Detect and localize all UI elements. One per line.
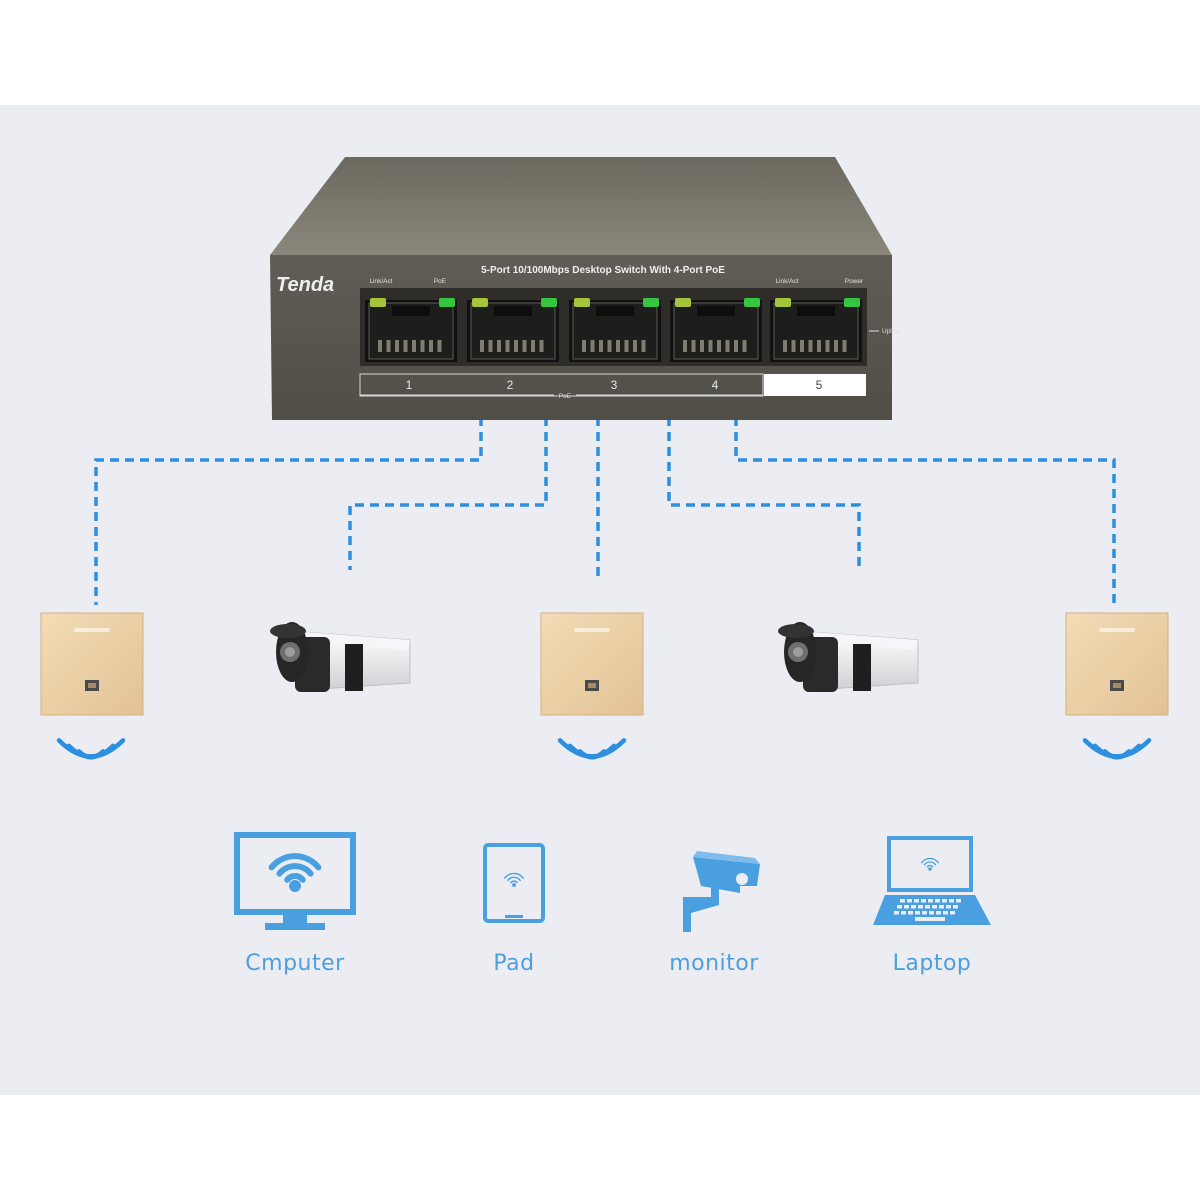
led-poe-1 xyxy=(439,298,455,307)
switch-model-text: 5-Port 10/100Mbps Desktop Switch With 4-… xyxy=(481,265,725,276)
client-label-laptop: Laptop xyxy=(892,951,972,976)
bullet-camera-icon xyxy=(778,622,919,692)
wifi-signal-icon xyxy=(557,738,627,760)
wall-access-point-icon xyxy=(540,612,644,716)
wifi-signal-icon xyxy=(56,738,126,760)
led-poe-3 xyxy=(643,298,659,307)
label-power: Power xyxy=(845,278,864,285)
port-number-1: 1 xyxy=(406,378,413,392)
bullet-camera-icon xyxy=(270,622,411,692)
switch-top xyxy=(270,157,892,255)
computer-wifi-icon xyxy=(234,832,356,930)
tablet-wifi-icon xyxy=(483,843,545,923)
client-label-monitor: monitor xyxy=(669,951,759,976)
ethernet-port-4 xyxy=(670,298,762,362)
label-link-act-right: Link/Act xyxy=(775,278,798,285)
link-port2-camera-left xyxy=(348,357,548,570)
led-link-act-5 xyxy=(775,298,791,307)
led-link-act-1 xyxy=(370,298,386,307)
switch-brand-logo: Tenda xyxy=(276,274,334,296)
poe-switch: Tenda 5-Port 10/100Mbps Desktop Switch W… xyxy=(270,157,901,420)
ethernet-port-2 xyxy=(467,298,559,362)
wall-access-point-icon xyxy=(1065,612,1169,716)
port-number-3: 3 xyxy=(611,378,618,392)
label-uplink: Uplink xyxy=(882,328,901,335)
cctv-camera-icon xyxy=(683,851,760,932)
ethernet-port-1 xyxy=(365,298,457,362)
led-poe-4 xyxy=(744,298,760,307)
wall-access-point-icon xyxy=(40,612,144,716)
ethernet-port-5 xyxy=(770,298,862,362)
wifi-signal-icon xyxy=(1082,738,1152,760)
led-link-act-4 xyxy=(675,298,691,307)
led-link-act-2 xyxy=(472,298,488,307)
poe-bracket-label: PoE xyxy=(559,393,572,400)
client-label-pad: Pad xyxy=(493,951,535,976)
label-link-act-left: Link/Act xyxy=(369,278,392,285)
led-link-act-3 xyxy=(574,298,590,307)
led-poe-2 xyxy=(541,298,557,307)
port-number-2: 2 xyxy=(507,378,514,392)
port-number-strip xyxy=(359,373,764,397)
link-port4-camera-right xyxy=(667,357,861,570)
client-label-computer: Cmputer xyxy=(245,951,345,976)
laptop-wifi-icon xyxy=(873,836,991,925)
ethernet-port-3 xyxy=(569,298,661,362)
port-number-5: 5 xyxy=(816,378,823,392)
uplink-number-box xyxy=(764,374,866,396)
label-poe: PoE xyxy=(434,278,447,285)
port-number-4: 4 xyxy=(712,378,719,392)
led-poe-5 xyxy=(844,298,860,307)
